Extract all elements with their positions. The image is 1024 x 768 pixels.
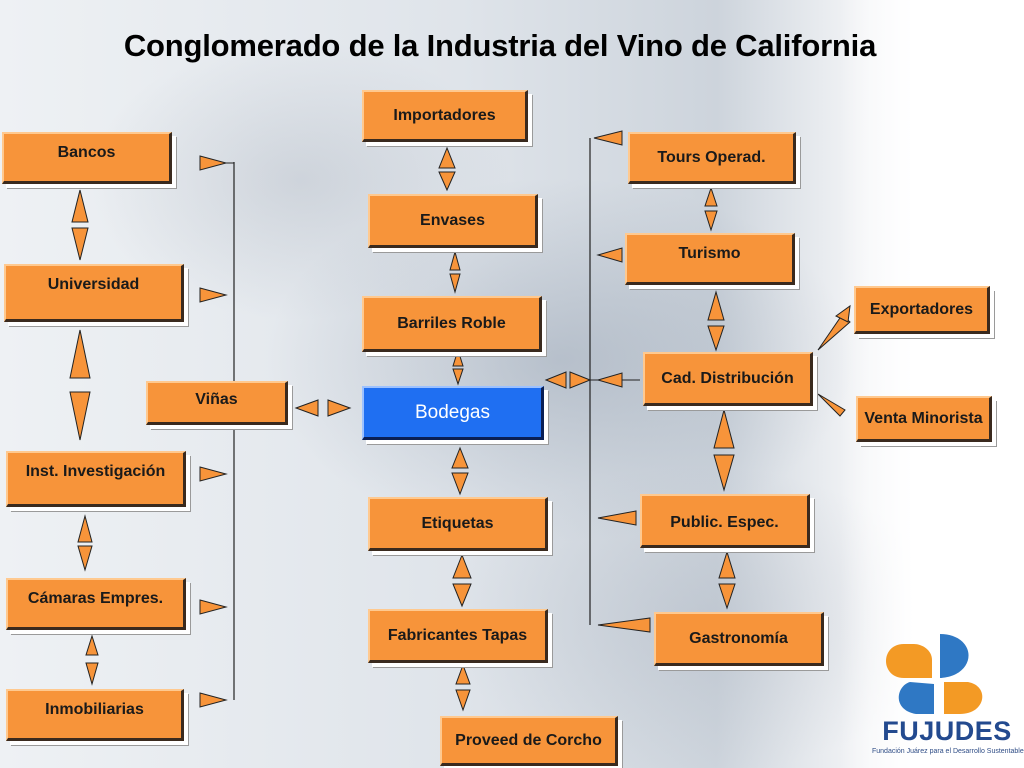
- node-bodegas: Bodegas: [362, 386, 544, 440]
- node-fabricantes-tapas: Fabricantes Tapas: [368, 609, 548, 663]
- arrow-bancos-universidad: [71, 189, 89, 223]
- arrow-turismo-distribucion: [707, 290, 725, 321]
- arrow-universidad-bus: [199, 287, 228, 303]
- fujudes-logo: [886, 634, 983, 714]
- arrow-envases-barriles: [449, 250, 461, 271]
- node-importadores: Importadores: [362, 90, 528, 142]
- node-bancos: Bancos: [2, 132, 172, 184]
- arrow-gastronomia-bus: [597, 617, 651, 633]
- node-camaras: Cámaras Empres.: [6, 578, 186, 630]
- arrow-tours-bus: [593, 130, 623, 146]
- arrow-universidad-investigacion: [69, 329, 91, 379]
- logo-name: FUJUDES: [882, 716, 1012, 746]
- node-inst-investigacion: Inst. Investigación: [6, 451, 186, 507]
- node-turismo: Turismo: [625, 233, 795, 285]
- arrow-inmobiliarias-bus: [199, 692, 228, 708]
- arrow-investigacion-bus: [199, 466, 228, 482]
- arrow-bodegas-etiquetas: [451, 446, 469, 469]
- arrow-importadores-envases: [438, 146, 456, 169]
- node-exportadores: Exportadores: [854, 286, 990, 334]
- node-envases: Envases: [368, 194, 538, 248]
- logo-tagline: Fundación Juárez para el Desarrollo Sust…: [872, 748, 1024, 755]
- node-venta-minorista: Venta Minorista: [856, 396, 992, 442]
- arrow-public-bus: [597, 510, 637, 526]
- node-tours: Tours Operad.: [628, 132, 796, 184]
- node-proveed-corcho: Proveed de Corcho: [440, 716, 618, 766]
- node-etiquetas: Etiquetas: [368, 497, 548, 551]
- arrow-tapas-corcho: [455, 663, 471, 685]
- arrow-bus-distribucion: [596, 372, 623, 388]
- arrow-vinas-bodegas: [294, 399, 319, 417]
- arrow-etiquetas-tapas: [452, 553, 472, 579]
- arrow-distribucion-public: [713, 408, 735, 449]
- arrow-camaras-bus: [199, 599, 228, 615]
- node-universidad: Universidad: [4, 264, 184, 322]
- node-cad-distribucion: Cad. Distribución: [643, 352, 813, 406]
- diagram-title: Conglomerado de la Industria del Vino de…: [123, 28, 877, 63]
- node-inmobiliarias: Inmobiliarias: [6, 689, 184, 741]
- arrow-bodegas-distribucion: [544, 371, 567, 389]
- arrow-barriles-bodegas: [452, 348, 464, 367]
- node-gastronomia: Gastronomía: [654, 612, 824, 666]
- arrow-bancos-bus: [199, 155, 228, 171]
- node-barriles: Barriles Roble: [362, 296, 542, 352]
- arrow-distribucion-venta: [817, 393, 846, 417]
- arrow-public-gastronomia: [718, 550, 736, 579]
- node-public-espec: Public. Espec.: [640, 494, 810, 548]
- arrow-turismo-bus: [596, 247, 623, 263]
- arrow-camaras-inmobiliarias: [85, 634, 99, 656]
- arrow-tours-turismo: [704, 186, 718, 207]
- arrow-investigacion-camaras: [77, 514, 93, 543]
- node-vinas: Viñas: [146, 381, 288, 425]
